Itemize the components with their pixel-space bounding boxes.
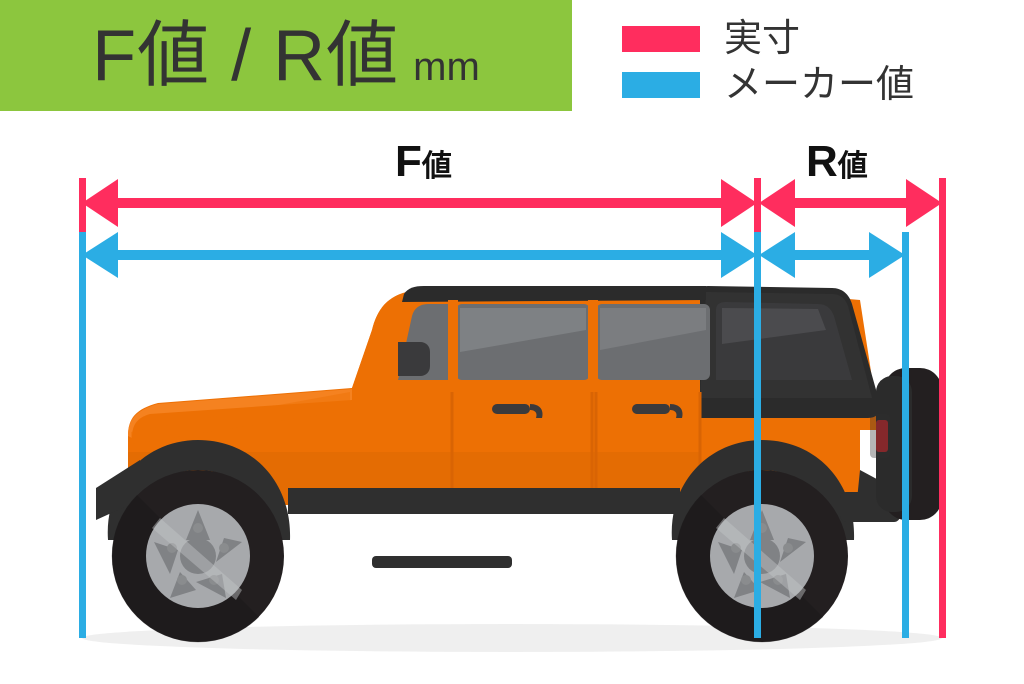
windshield-frame: [352, 290, 432, 390]
b-pillar: [588, 300, 598, 386]
hood-panel: [131, 392, 350, 444]
legend: 実寸 メーカー値: [622, 16, 952, 108]
dimension-label-front: F値: [395, 140, 452, 184]
guide-left-blue: [79, 232, 86, 638]
dimension-label-rear-main: R: [806, 137, 838, 186]
dimension-label-rear: R値: [806, 140, 868, 184]
front-door-handle: [492, 404, 543, 418]
glass-highlight-front: [460, 308, 586, 352]
page-title: F値 / R値: [92, 15, 400, 96]
taillight-housing: [870, 414, 890, 458]
rear-door-handle: [632, 404, 683, 418]
legend-swatch-maker-icon: [622, 72, 700, 98]
legend-swatch-actual-icon: [622, 26, 700, 52]
legend-label-actual: 実寸: [724, 18, 801, 60]
glass-highlight-rear: [600, 308, 706, 350]
hood-highlight: [128, 389, 352, 438]
front-wheel-arch: [107, 440, 291, 540]
title-band: F値 / R値 mm: [0, 0, 572, 111]
title-unit: mm: [413, 44, 480, 89]
dimension-label-front-main: F: [395, 137, 422, 186]
legend-label-maker: メーカー値: [724, 64, 915, 106]
rear-wheel: [675, 470, 848, 643]
guide-middle-blue: [754, 232, 761, 638]
rocker-panel: [288, 488, 680, 514]
guide-left-red: [79, 178, 86, 234]
rear-door-window: [596, 304, 710, 380]
roof-front-edge: [402, 286, 706, 302]
legend-item-maker: メーカー値: [622, 62, 952, 108]
front-wheel: [111, 470, 284, 643]
guide-middle-red: [754, 178, 761, 234]
a-pillar: [448, 300, 458, 386]
guide-right-maker: [902, 232, 909, 638]
guide-right-actual: [939, 178, 946, 638]
dimension-label-rear-sub: 値: [837, 150, 868, 183]
title-text: F値 / R値 mm: [92, 20, 480, 92]
side-step: [372, 556, 512, 568]
glass-highlight-quarter: [722, 308, 826, 344]
legend-item-actual: 実寸: [622, 16, 952, 62]
taillight: [876, 420, 888, 452]
rear-wheel-arch: [671, 440, 855, 540]
dimension-label-front-sub: 値: [421, 150, 452, 183]
side-mirror: [398, 342, 430, 376]
